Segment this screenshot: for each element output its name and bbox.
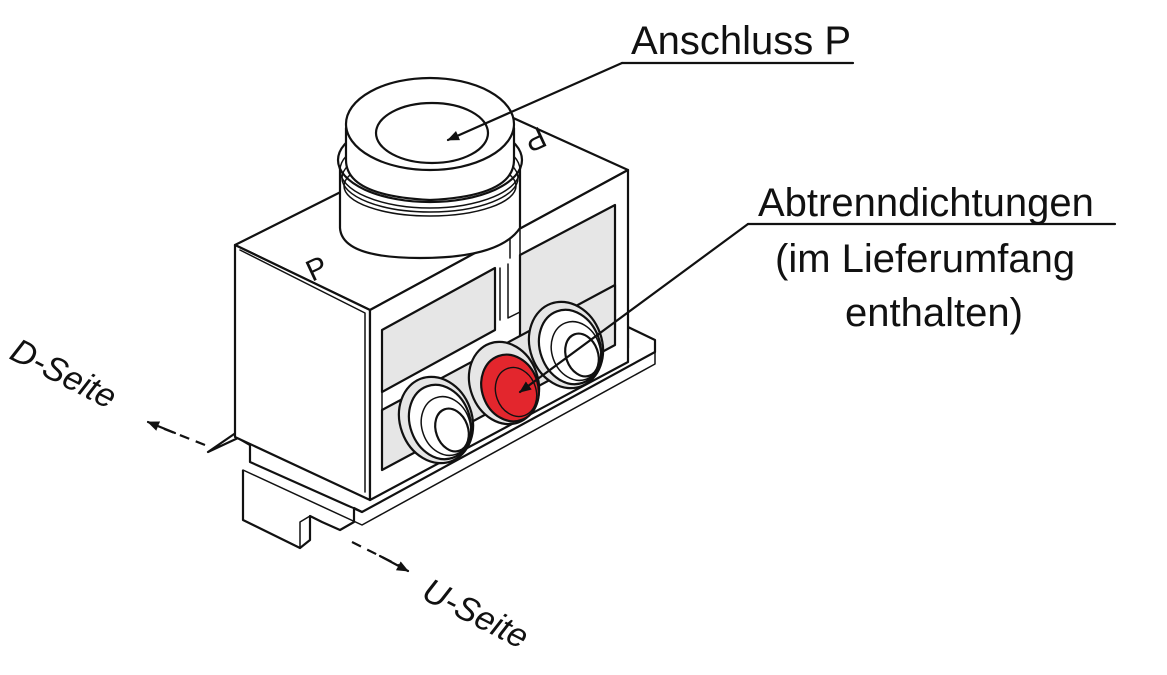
d-side-dashed-line: [151, 422, 206, 447]
label-d-seite: D-Seite: [4, 331, 122, 416]
u-side-dashed-line: [351, 541, 401, 567]
label-lieferumfang: (im Lieferumfang: [775, 237, 1075, 281]
callout-leader-arrow: [518, 222, 750, 394]
label-enthalten: enthalten): [845, 291, 1023, 335]
d-side-arrow: [146, 420, 177, 435]
d-side-indicator: D-Seite: [4, 331, 206, 447]
rail-foot: [241, 470, 363, 550]
label-anschluss-p: Anschluss P: [631, 19, 851, 63]
label-u-seite: U-Seite: [416, 571, 534, 656]
callout-anschluss-p: Anschluss P: [446, 19, 855, 142]
callout-abtrenndichtungen: Abtrenndichtungen (im Lieferumfang entha…: [518, 181, 1117, 394]
port-p-opening: [374, 101, 490, 165]
u-side-indicator: U-Seite: [351, 541, 535, 657]
seal-red-blanking-plug: [467, 340, 541, 426]
port-p-fitting: [336, 76, 524, 260]
callout-leader-arrow: [446, 61, 624, 142]
seal-left: [397, 375, 475, 465]
u-side-arrow: [378, 554, 410, 573]
label-abtrenndichtungen: Abtrenndichtungen: [758, 181, 1094, 225]
